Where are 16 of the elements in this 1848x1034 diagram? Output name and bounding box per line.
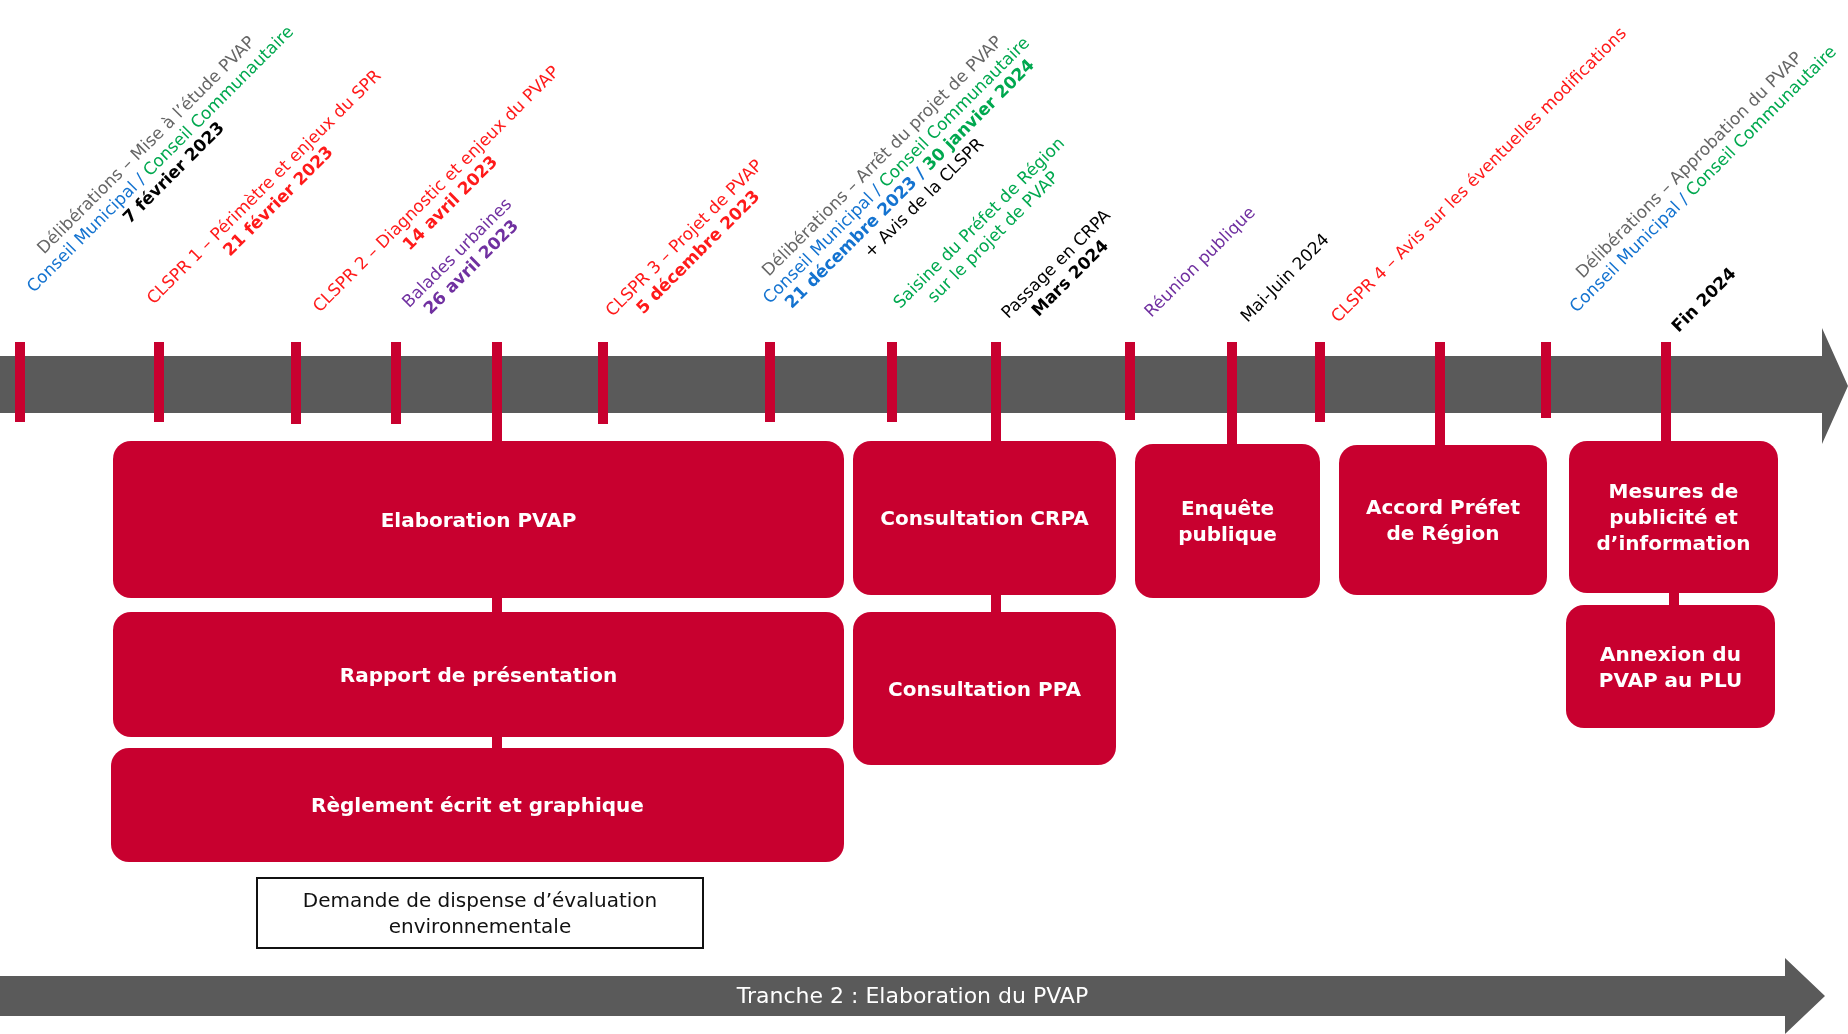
process-box: Annexion du PVAP au PLU — [1566, 605, 1775, 728]
process-box: Consultation PPA — [853, 612, 1116, 765]
process-box: Consultation CRPA — [853, 441, 1116, 595]
process-box: Accord Préfet de Région — [1339, 445, 1547, 595]
note-box: Demande de dispense d’évaluation environnementale — [256, 877, 704, 949]
process-box: Règlement écrit et graphique — [111, 748, 844, 862]
connector-line — [492, 737, 502, 748]
phase-label: Tranche 2 : Elaboration du PVAP — [736, 981, 1089, 1010]
process-box: Enquête publique — [1135, 444, 1320, 598]
connector-line — [1669, 593, 1679, 605]
process-box: Rapport de présentation — [113, 612, 844, 737]
connector-line — [492, 598, 502, 612]
process-box: Mesures de publicité et d’information — [1569, 441, 1778, 593]
process-box: Elaboration PVAP — [113, 441, 844, 598]
connector-line — [991, 595, 1001, 612]
phase-arrow — [0, 958, 1825, 1034]
